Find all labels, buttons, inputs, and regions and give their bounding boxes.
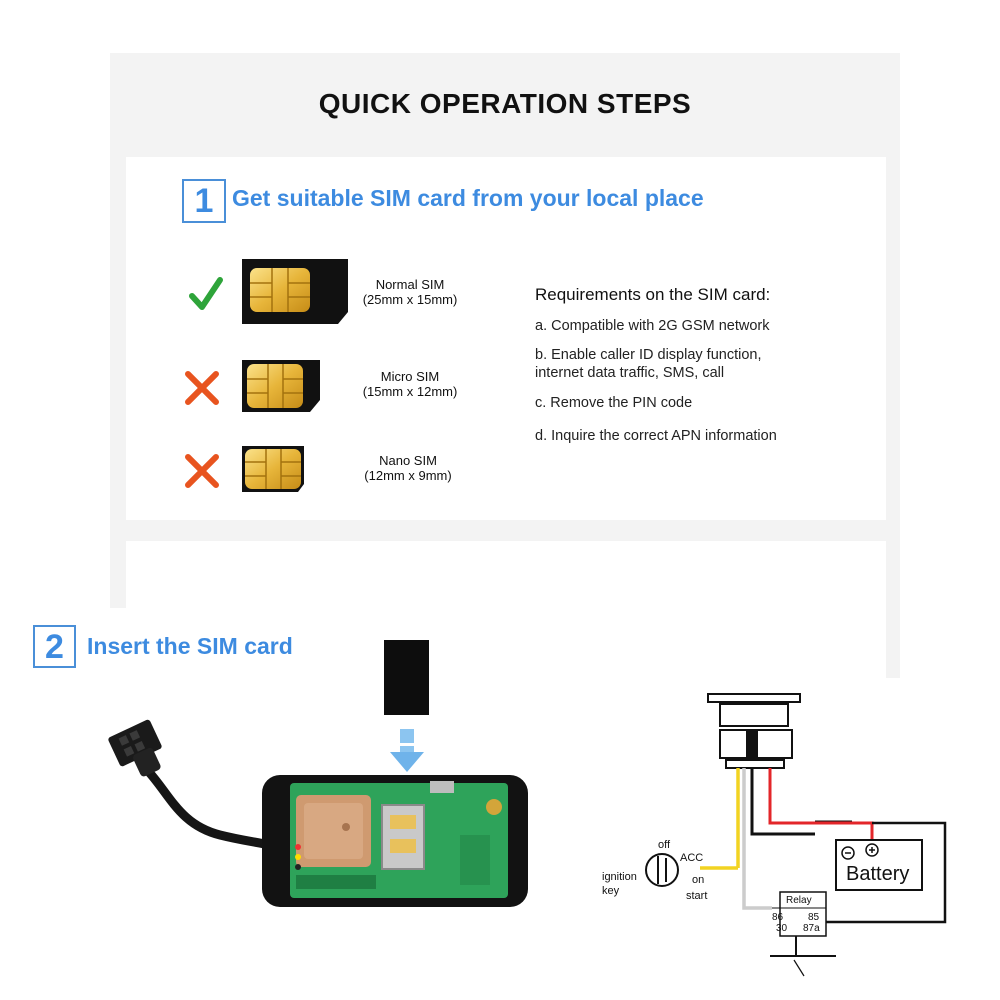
wiring-diagram: Battery off ACC on start ignition key Re… (602, 693, 947, 977)
normal-sim-icon (242, 259, 348, 324)
svg-text:key: key (602, 885, 620, 897)
svg-text:start: start (686, 890, 707, 902)
step1-number: 1 (182, 179, 226, 223)
normal-sim-label: Normal SIM(25mm x 15mm) (362, 277, 458, 307)
arrow-down-icon (390, 729, 424, 772)
sim-card-icon (384, 640, 429, 715)
ignition-key-icon (645, 853, 679, 887)
svg-text:Relay: Relay (786, 895, 812, 906)
svg-text:85: 85 (808, 912, 820, 923)
svg-text:86: 86 (772, 912, 784, 923)
svg-text:on: on (692, 874, 704, 886)
micro-sim-label: Micro SIM(15mm x 12mm) (362, 369, 458, 399)
right-panel-edge (886, 540, 900, 678)
micro-sim-icon (242, 360, 320, 412)
connector-plug-icon (108, 719, 162, 777)
requirements-title: Requirements on the SIM card: (535, 285, 771, 304)
cross-icon (185, 371, 219, 488)
svg-text:ignition: ignition (602, 871, 637, 883)
gps-tracker-illustration (108, 640, 528, 907)
requirement-item: c. Remove the PIN code (535, 395, 693, 411)
requirement-item: d. Inquire the correct APN information (535, 428, 777, 444)
relay-box (779, 891, 827, 937)
svg-text:off: off (658, 839, 671, 851)
empty-card (126, 541, 886, 616)
svg-text:87a: 87a (803, 923, 820, 934)
battery-label: Battery (846, 863, 909, 885)
svg-text:ACC: ACC (680, 852, 703, 864)
nano-sim-icon (242, 446, 304, 492)
svg-text:30: 30 (776, 923, 788, 934)
requirement-item: b. Enable caller ID display function, (535, 347, 762, 363)
page-title: QUICK OPERATION STEPS (318, 88, 692, 119)
step1-title: Get suitable SIM card from your local pl… (232, 185, 704, 211)
requirement-item: internet data traffic, SMS, call (535, 365, 725, 381)
check-icon (189, 277, 223, 310)
requirement-item: a. Compatible with 2G GSM network (535, 318, 770, 334)
step2-title: Insert the SIM card (87, 633, 293, 659)
sim-card-illustrations (185, 259, 348, 492)
ignition-wire (742, 768, 772, 910)
power-wire (768, 768, 874, 840)
nano-sim-label: Nano SIM(12mm x 9mm) (364, 453, 452, 483)
step2-number: 2 (33, 625, 76, 668)
usb-port (430, 781, 454, 793)
sim-slot (381, 804, 425, 870)
